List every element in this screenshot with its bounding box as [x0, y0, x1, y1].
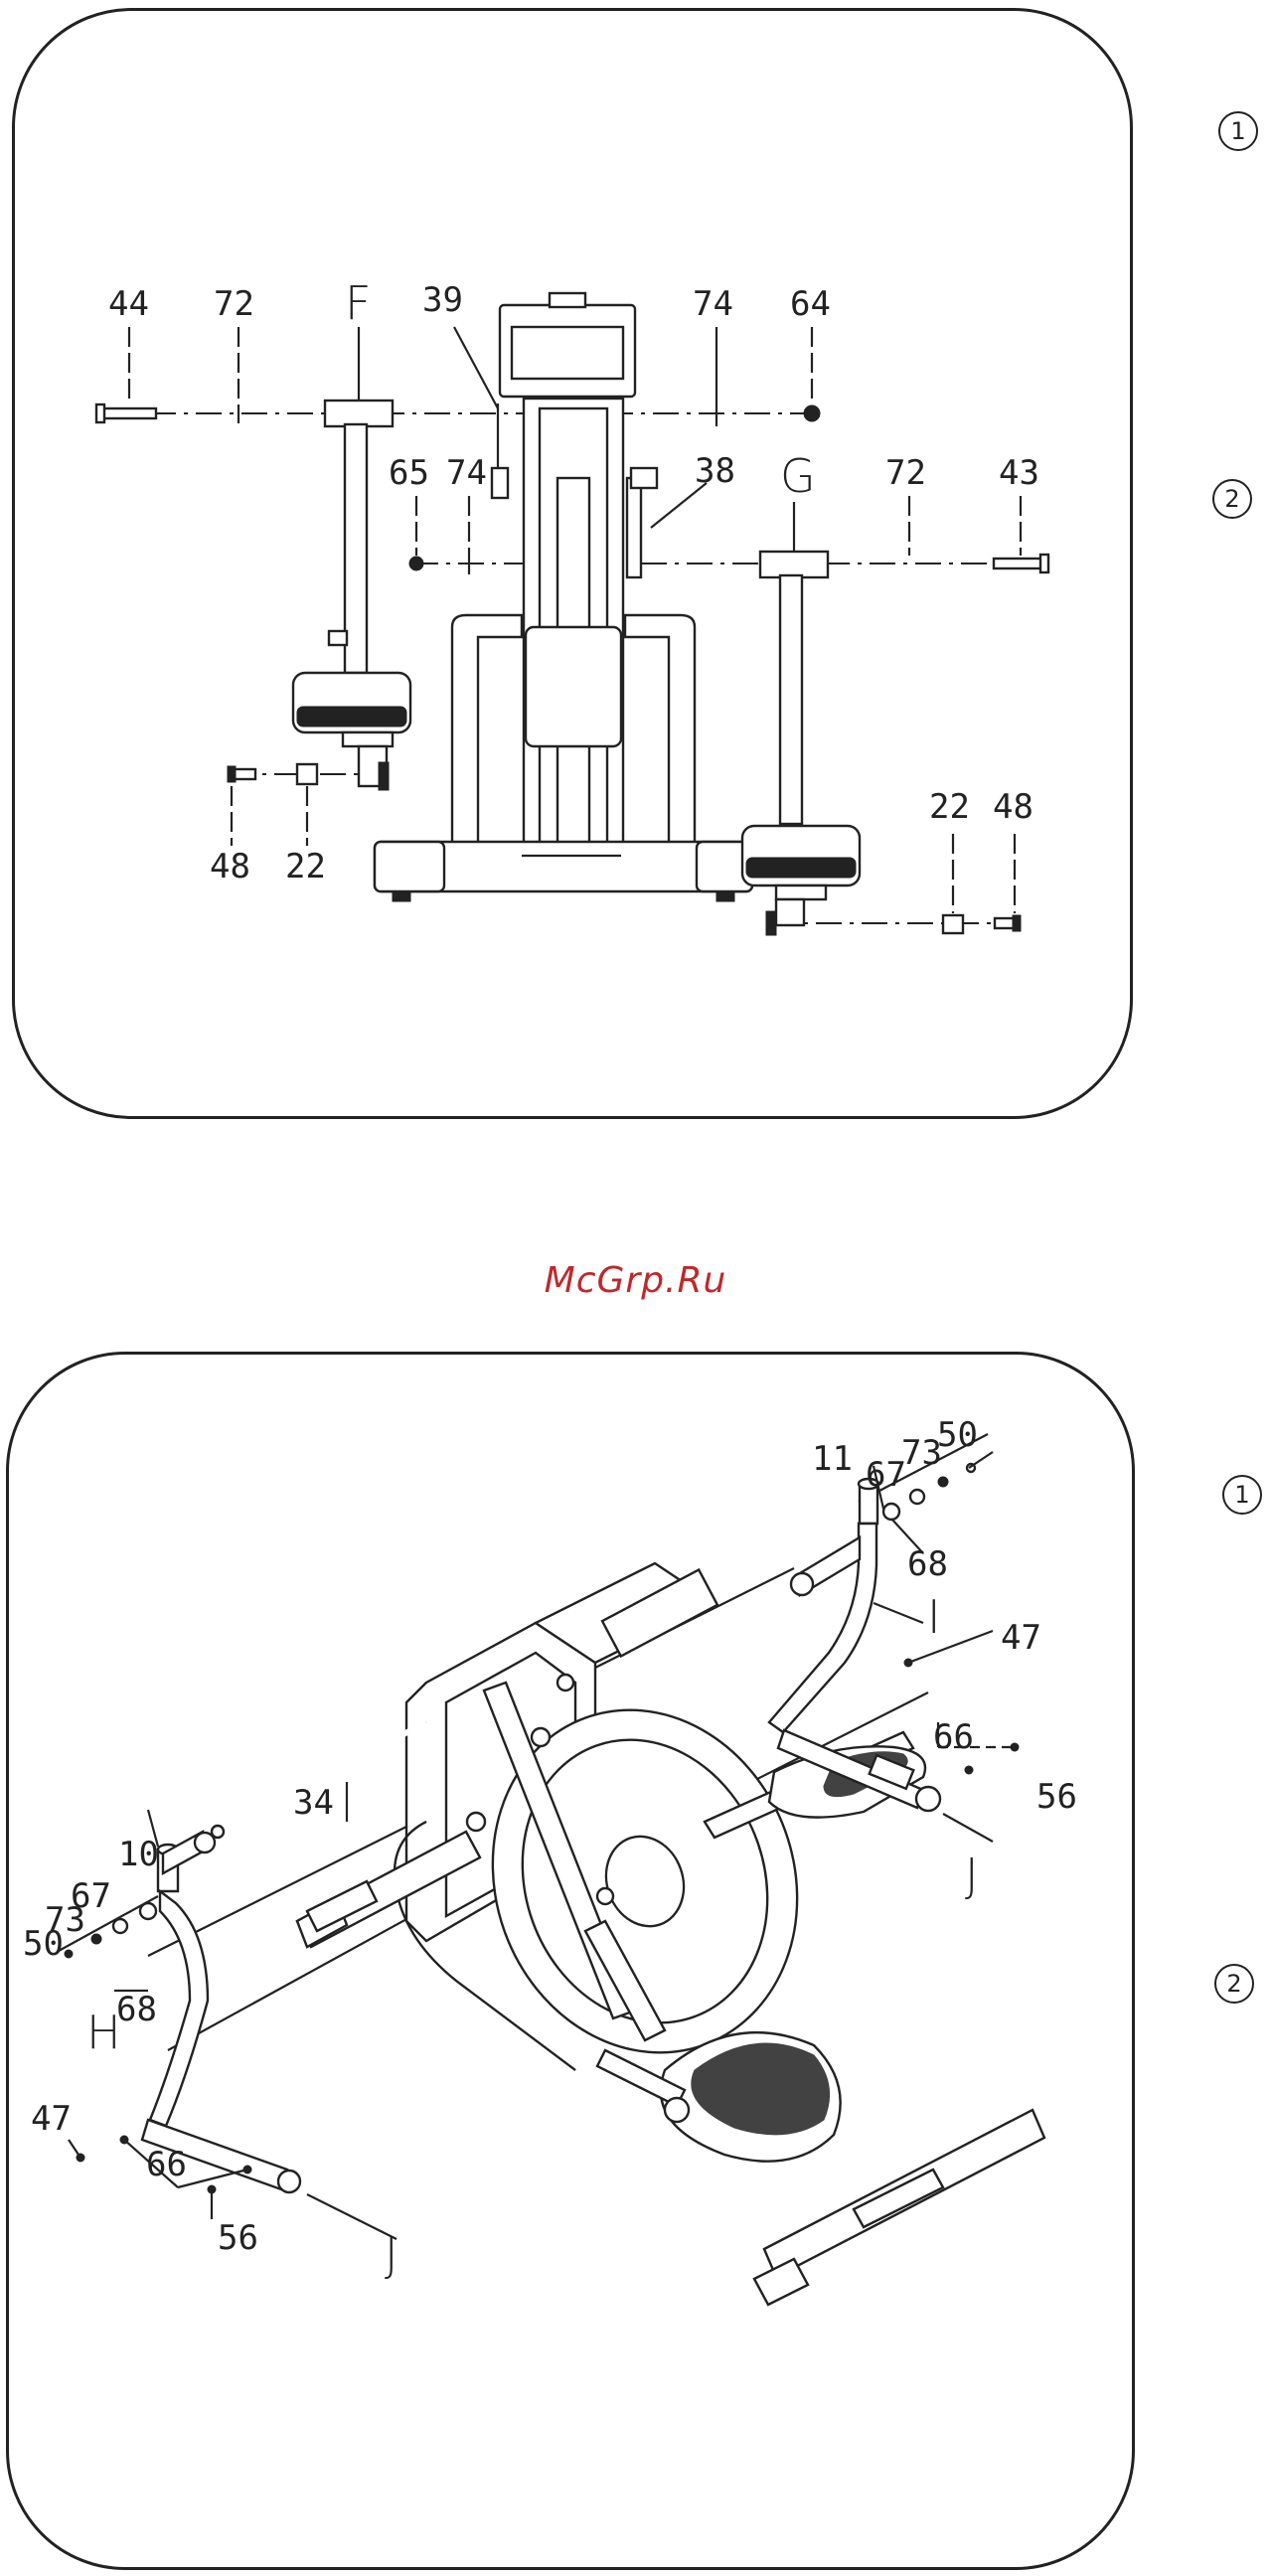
label-50-b: 50	[23, 1924, 64, 1964]
label-h: H	[86, 2006, 121, 2059]
label-10: 10	[118, 1835, 159, 1874]
label-i: I	[927, 1590, 941, 1644]
step-marker-1: 1	[1218, 111, 1258, 151]
label-f: F	[345, 276, 371, 330]
watermark: McGrp.Ru	[0, 1260, 1271, 1301]
bushing-22-right	[943, 915, 963, 933]
step-marker-2: 2	[1212, 479, 1252, 519]
label-47-b: 47	[31, 2099, 72, 2139]
label-72: 72	[214, 284, 254, 324]
label-50: 50	[937, 1415, 978, 1455]
label-44: 44	[108, 284, 149, 324]
label-66-b: 66	[146, 2145, 187, 2184]
bolt-44	[96, 404, 156, 422]
bolt-43	[994, 555, 1048, 572]
label-47: 47	[1001, 1618, 1041, 1658]
nut-65	[409, 557, 423, 570]
assembly-diagram-step-2: 50 73 67 11 68 I 47 66 56 J 34 10 67 73 …	[6, 1352, 1135, 2570]
label-22-b: 22	[929, 787, 970, 827]
label-34: 34	[293, 1783, 334, 1823]
label-38: 38	[695, 451, 735, 491]
label-68-b: 68	[116, 1990, 157, 2029]
nut-64	[804, 405, 820, 421]
main-frame	[375, 293, 752, 901]
label-43: 43	[999, 453, 1039, 493]
step-marker-2b: 2	[1214, 1964, 1254, 2004]
label-65: 65	[389, 453, 429, 493]
label-74-b: 74	[446, 453, 487, 493]
assembly-diagram-step-1: 44 72 F 39 74 64 65 74 38 G 72 43 48 22 …	[12, 8, 1133, 1119]
label-68: 68	[907, 1544, 948, 1584]
label-56: 56	[1036, 1777, 1077, 1817]
lever-38	[627, 468, 657, 577]
arm-g	[742, 552, 860, 935]
exploded-view-lower-arms: 50 73 67 11 68 I 47 66 56 J 34 10 67 73 …	[9, 1355, 1132, 2567]
label-48-b: 48	[993, 787, 1033, 827]
label-g: G	[780, 449, 816, 503]
bushing-22-left	[297, 764, 317, 784]
exploded-view-handlebar-arms: 44 72 F 39 74 64 65 74 38 G 72 43 48 22 …	[15, 11, 1130, 1116]
label-39: 39	[422, 280, 463, 320]
label-48: 48	[210, 847, 250, 886]
label-73: 73	[901, 1433, 942, 1473]
label-11: 11	[812, 1439, 853, 1479]
label-64: 64	[790, 284, 831, 324]
label-56-b: 56	[218, 2218, 258, 2258]
bolt-48-right	[995, 915, 1021, 931]
label-72-b: 72	[885, 453, 926, 493]
label-j: J	[965, 1849, 979, 1902]
label-j-b: J	[385, 2228, 398, 2282]
label-22: 22	[285, 847, 326, 886]
arm-h	[142, 1832, 300, 2192]
elliptical-body	[297, 1563, 1044, 2305]
step-marker-1b: 1	[1222, 1475, 1262, 1515]
label-66: 66	[933, 1717, 974, 1757]
lever-39	[492, 403, 508, 498]
label-74: 74	[693, 284, 733, 324]
label-67: 67	[866, 1455, 906, 1495]
bolt-48-left	[228, 766, 255, 782]
